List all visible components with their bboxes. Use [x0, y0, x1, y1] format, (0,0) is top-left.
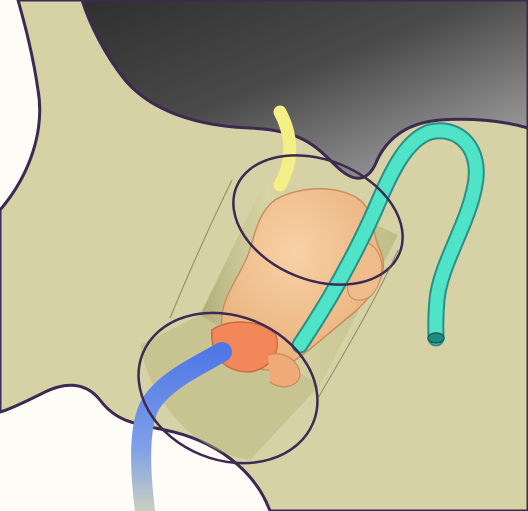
catheter-tip — [428, 333, 444, 343]
